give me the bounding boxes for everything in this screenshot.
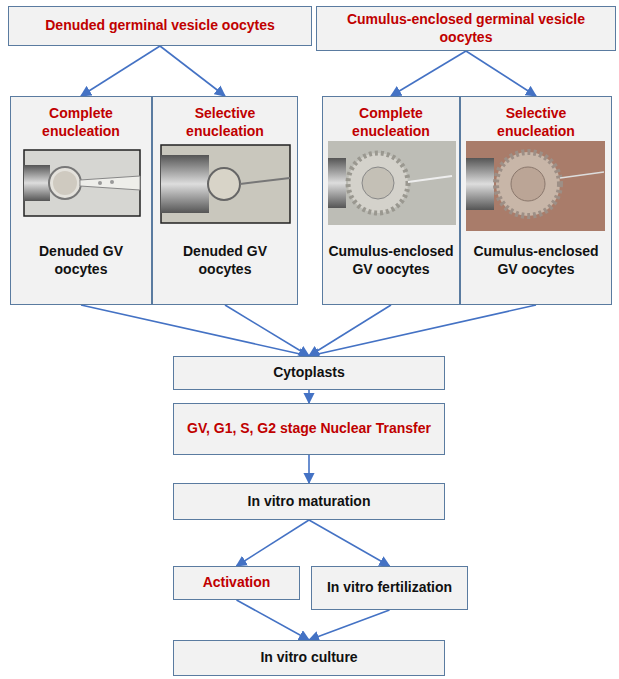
process-box: In vitro culture <box>173 640 445 676</box>
flow-arrow <box>309 520 390 566</box>
box-heading: Activation <box>203 574 271 592</box>
micrograph <box>161 145 290 223</box>
flow-arrow <box>308 390 310 403</box>
source-box: Denuded germinal vesicle oocytes <box>8 6 312 46</box>
flow-arrow <box>81 46 160 96</box>
source-box: Cumulus-enclosed germinal vesicle oocyte… <box>316 6 616 51</box>
method-box: Selective enucleationDenuded GV oocytes <box>152 96 298 305</box>
box-caption: Cumulus-enclosed GV oocytes <box>327 243 455 278</box>
process-box: In vitro fertilization <box>311 566 468 610</box>
flow-arrow <box>309 305 391 356</box>
box-caption: Denuded GV oocytes <box>157 243 293 278</box>
flow-arrow <box>309 610 390 640</box>
flow-arrow <box>237 520 310 566</box>
box-heading: Selective enucleation <box>465 105 607 140</box>
method-box: Complete enucleationCumulus-enclosed GV … <box>322 96 460 305</box>
micrograph <box>328 141 456 225</box>
box-heading: Complete enucleation <box>327 105 455 140</box>
box-fill <box>460 96 612 305</box>
flow-arrow <box>225 305 309 356</box>
box-heading: GV, G1, S, G2 stage Nuclear Transfer <box>187 420 431 438</box>
box-fill <box>10 96 152 305</box>
process-box: GV, G1, S, G2 stage Nuclear Transfer <box>173 403 445 455</box>
method-box: Selective enucleationCumulus-enclosed GV… <box>460 96 612 305</box>
flow-arrow <box>309 305 536 356</box>
flow-arrow <box>81 305 309 356</box>
box-caption: Cumulus-enclosed GV oocytes <box>465 243 607 278</box>
flow-arrow <box>237 600 310 640</box>
micrograph <box>466 141 605 231</box>
box-heading: Denuded germinal vesicle oocytes <box>45 17 275 35</box>
box-heading: In vitro fertilization <box>327 579 452 597</box>
box-fill <box>152 96 298 305</box>
box-fill <box>322 96 460 305</box>
process-box: In vitro maturation <box>173 483 445 520</box>
flow-arrow <box>160 46 225 96</box>
box-heading: In vitro culture <box>260 649 357 667</box>
micrograph <box>24 150 140 216</box>
flow-arrow <box>308 455 310 483</box>
box-heading: In vitro maturation <box>248 493 371 511</box>
box-heading: Cumulus-enclosed germinal vesicle oocyte… <box>323 11 609 46</box>
flow-arrow <box>391 51 466 96</box>
box-heading: Complete enucleation <box>15 105 147 140</box>
box-heading: Cytoplasts <box>273 364 345 382</box>
box-caption: Denuded GV oocytes <box>15 243 147 278</box>
flow-arrow <box>466 51 536 96</box>
process-box: Activation <box>173 566 300 600</box>
method-box: Complete enucleationDenuded GV oocytes <box>10 96 152 305</box>
box-heading: Selective enucleation <box>157 105 293 140</box>
process-box: Cytoplasts <box>173 356 445 390</box>
